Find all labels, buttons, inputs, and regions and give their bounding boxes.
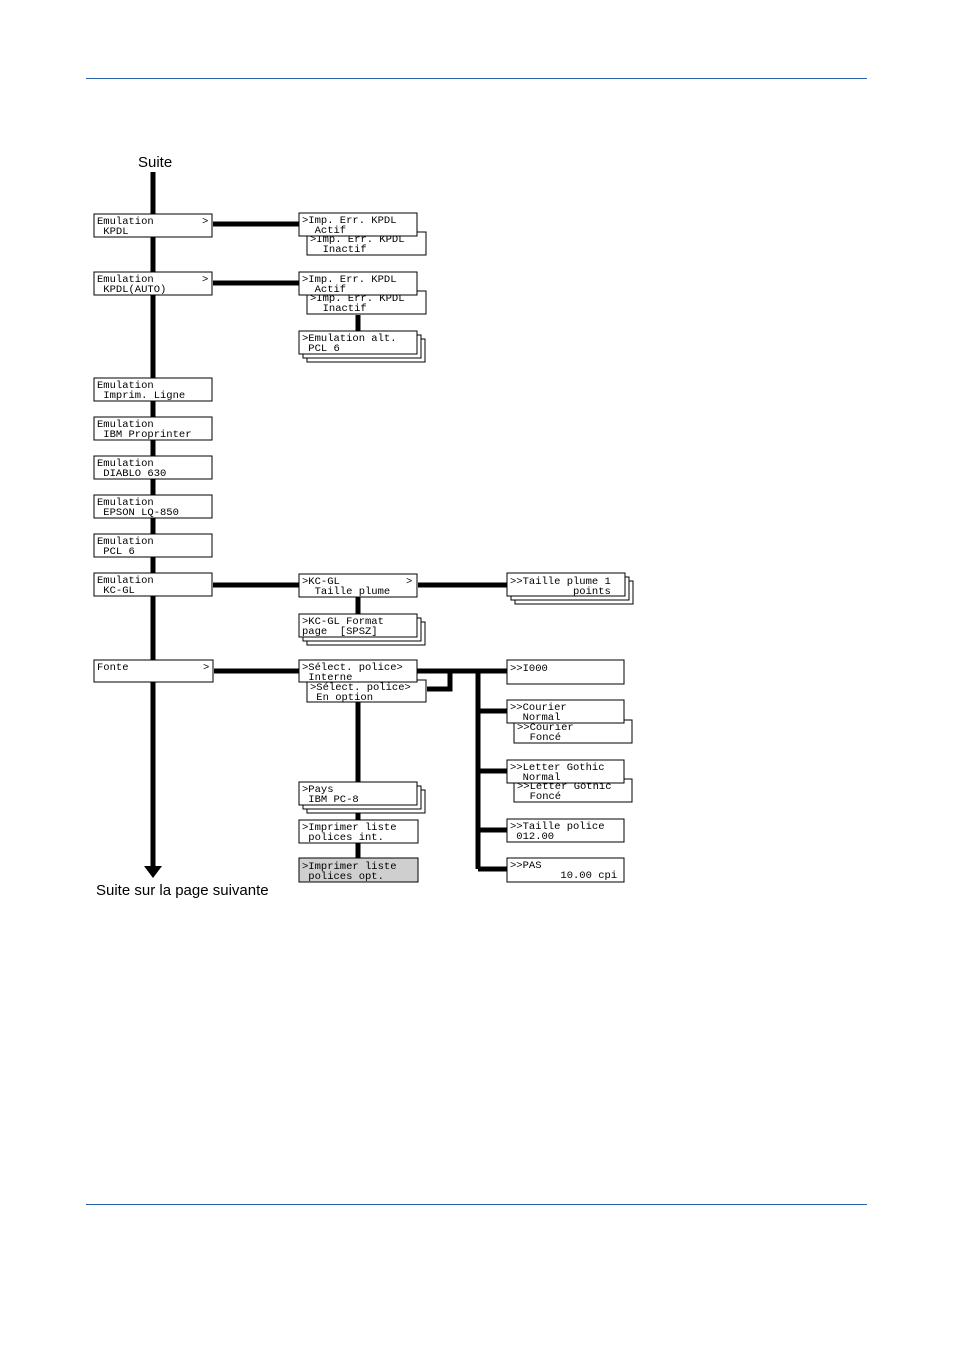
svg-text:>Emulation alt.: >Emulation alt. [302,333,397,345]
svg-text:PCL 6: PCL 6 [302,343,340,355]
svg-text:>>I000: >>I000 [510,663,548,675]
svg-text:Taille plume: Taille plume [302,586,390,598]
svg-text:>: > [202,216,208,228]
pen-size-points-stack[interactable]: >>Taille plume 1 points [506,572,634,605]
svg-text:>>PAS: >>PAS [510,860,542,872]
svg-text:>: > [203,662,209,674]
bottom-rule [86,1204,867,1205]
svg-text:Emulation: Emulation [97,575,154,587]
svg-text:>Sélect. police>: >Sélect. police> [302,662,403,674]
svg-text:Interne: Interne [302,672,352,684]
svg-text:Inactif: Inactif [310,244,367,256]
svg-text:Emulation: Emulation [97,216,154,228]
kcgl-pen-size-menu[interactable]: >KC-GL Taille plume > [298,573,418,598]
svg-text:Foncé: Foncé [517,791,561,803]
svg-text:Emulation: Emulation [97,380,154,392]
svg-text:>: > [202,274,208,286]
auto-error-print-inactive[interactable]: >Imp. Err. KPDL Inactif [306,290,427,315]
svg-text:>Sélect. police>: >Sélect. police> [310,682,411,694]
svg-text:012.00: 012.00 [510,831,554,843]
main-menu-emulation-ibm-proprinter[interactable]: Emulation IBM Proprinter [93,416,213,441]
svg-text:Imprim. Ligne: Imprim. Ligne [97,390,185,402]
svg-text:polices int.: polices int. [302,832,384,844]
svg-text:Emulation: Emulation [97,274,154,286]
svg-text:>>Taille plume 1: >>Taille plume 1 [510,576,611,588]
svg-text:>Imprimer liste: >Imprimer liste [302,861,397,873]
main-menu-emulation-kcgl[interactable]: Emulation KC-GL [93,572,213,597]
svg-text:Emulation: Emulation [97,419,154,431]
font-select-option[interactable]: >Sélect. police> En option [306,679,427,704]
font-select-internal[interactable]: >Sélect. police> Interne [298,659,418,684]
svg-text:>Imp. Err. KPDL: >Imp. Err. KPDL [310,293,405,305]
svg-text:>Imprimer liste: >Imprimer liste [302,822,397,834]
svg-text:Emulation: Emulation [97,536,154,548]
pitch[interactable]: >>PAS 10.00 cpi [506,857,625,883]
main-menu-emulation-line-printer[interactable]: Emulation Imprim. Ligne [93,377,213,402]
svg-text:>>Letter Gothic: >>Letter Gothic [517,781,612,793]
svg-text:Inactif: Inactif [310,303,367,315]
svg-text:IBM PC-8: IBM PC-8 [302,794,359,806]
svg-text:>>Courier: >>Courier [510,702,567,714]
svg-text:PCL 6: PCL 6 [97,546,135,558]
svg-text:EPSON LQ-850: EPSON LQ-850 [97,507,179,519]
svg-text:>Pays: >Pays [302,784,334,796]
svg-text:page [SPSZ]: page [SPSZ] [302,626,378,638]
courier-bold[interactable]: >>Courier Foncé [513,719,633,744]
svg-text:En option: En option [310,692,373,704]
print-internal-font-list[interactable]: >Imprimer liste polices int. [298,819,419,844]
start-label: Suite [138,154,172,171]
svg-text:>: > [406,576,412,588]
svg-text:>KC-GL Format: >KC-GL Format [302,616,384,628]
courier-normal[interactable]: >>Courier Normal [506,699,625,724]
svg-text:10.00 cpi: 10.00 cpi [510,870,617,882]
end-label: Suite sur la page suivante [96,882,269,899]
font-size[interactable]: >>Taille police 012.00 [506,818,625,843]
svg-text:DIABLO 630: DIABLO 630 [97,468,166,480]
svg-text:>Imp. Err. KPDL: >Imp. Err. KPDL [302,215,397,227]
svg-text:>KC-GL: >KC-GL [302,576,340,588]
svg-text:Emulation: Emulation [97,458,154,470]
svg-text:KPDL: KPDL [97,226,129,238]
main-menu-emulation-pcl6[interactable]: Emulation PCL 6 [93,533,213,558]
svg-text:IBM Proprinter: IBM Proprinter [97,429,192,441]
letter-gothic-bold[interactable]: >>Letter Gothic Foncé [513,778,633,803]
letter-gothic-normal[interactable]: >>Letter Gothic Normal [506,759,625,784]
svg-text:Normal: Normal [510,712,560,724]
auto-error-print-active[interactable]: >Imp. Err. KPDL Actif [298,271,418,296]
svg-text:Foncé: Foncé [517,732,561,744]
main-menu-emulation-epson[interactable]: Emulation EPSON LQ-850 [93,494,213,519]
svg-text:>>Letter Gothic: >>Letter Gothic [510,762,605,774]
main-menu-emulation-diablo[interactable]: Emulation DIABLO 630 [93,455,213,480]
svg-text:Actif: Actif [302,284,346,296]
font-i000[interactable]: >>I000 [506,659,625,685]
kpdl-error-print-active[interactable]: >Imp. Err. KPDL Actif [298,212,418,237]
print-option-font-list[interactable]: >Imprimer liste polices opt. [298,857,419,883]
country-stack[interactable]: >Pays IBM PC-8 [298,781,426,814]
svg-text:>Imp. Err. KPDL: >Imp. Err. KPDL [310,234,405,246]
svg-text:>>Taille police: >>Taille police [510,821,605,833]
svg-text:Emulation: Emulation [97,497,154,509]
svg-text:KC-GL: KC-GL [97,585,135,597]
alt-emulation-stack[interactable]: >Emulation alt. PCL 6 [298,330,426,363]
svg-text:Normal: Normal [510,772,560,784]
svg-text:points: points [510,586,611,598]
svg-text:>Imp. Err. KPDL: >Imp. Err. KPDL [302,274,397,286]
kcgl-page-format-stack[interactable]: >KC-GL Format page [SPSZ] [298,613,426,646]
svg-text:KPDL(AUTO): KPDL(AUTO) [97,284,166,296]
main-menu-emulation-kpdl[interactable]: Emulation KPDL > [93,213,213,238]
main-menu-fonte[interactable]: Fonte > [93,659,214,683]
kpdl-error-print-inactive[interactable]: >Imp. Err. KPDL Inactif [306,231,427,256]
svg-text:>>Courier: >>Courier [517,722,574,734]
svg-text:Actif: Actif [302,225,346,237]
top-rule [86,78,867,79]
svg-text:polices opt.: polices opt. [302,871,384,883]
main-menu-emulation-kpdl-auto[interactable]: Emulation KPDL(AUTO) > [93,271,213,296]
svg-text:Fonte: Fonte [97,662,129,674]
